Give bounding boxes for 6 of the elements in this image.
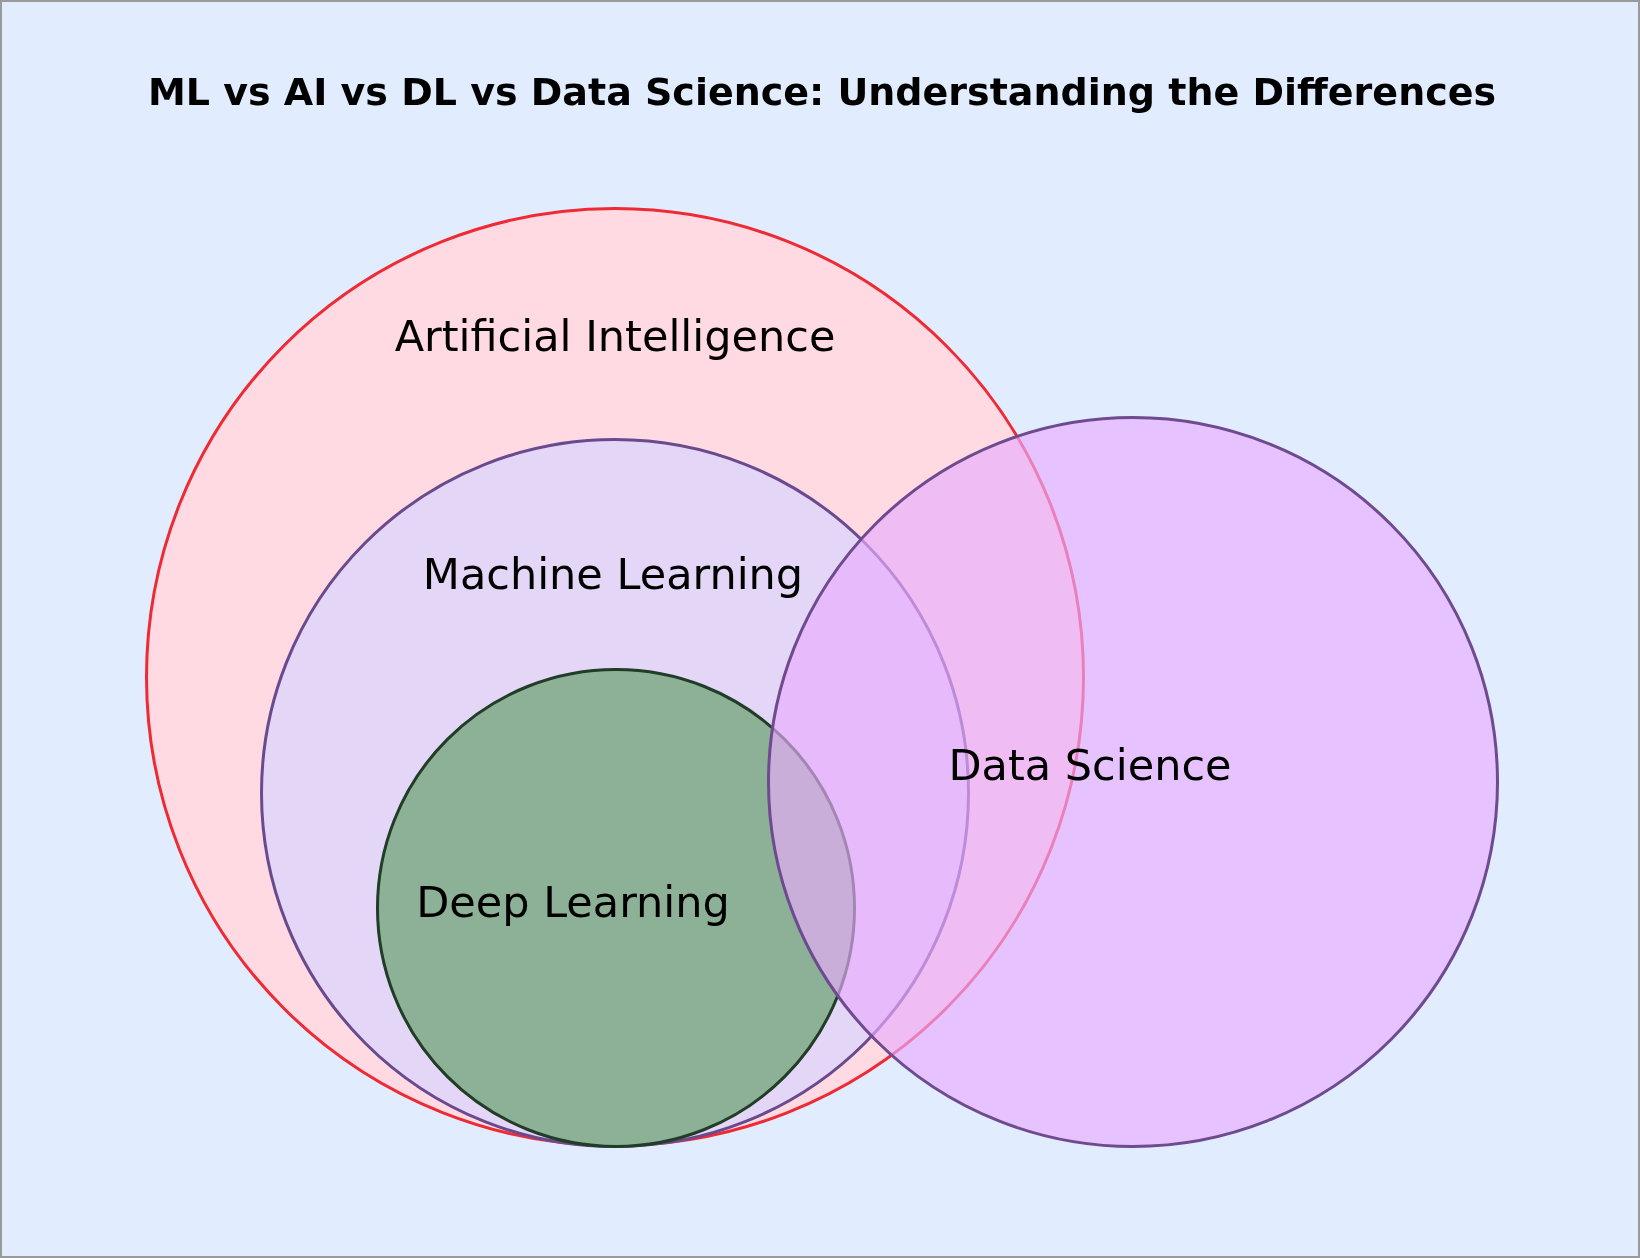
set-label: Artificial Intelligence	[394, 311, 836, 363]
diagram-title: ML vs AI vs DL vs Data Science: Understanding the Differences	[147, 70, 1497, 116]
set-circle	[376, 668, 856, 1148]
set-label: Data Science	[948, 740, 1232, 792]
set-label: Machine Learning	[422, 549, 804, 601]
set-label: Deep Learning	[416, 877, 730, 929]
